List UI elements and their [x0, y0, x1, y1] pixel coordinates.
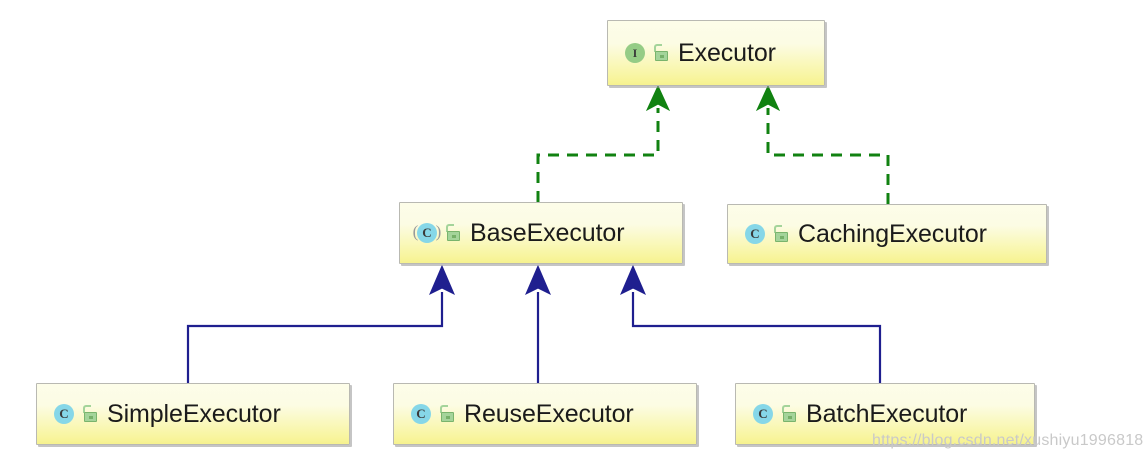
- abstract-class-icon-letter: C: [422, 225, 432, 240]
- edge-base-implements-executor: [536, 84, 671, 202]
- class-icon: C: [408, 401, 434, 427]
- uml-node-label-executor: Executor: [678, 38, 776, 67]
- unlocked-padlock-icon: [438, 405, 455, 423]
- uml-node-base-executor[interactable]: ( C ) BaseExecutor: [399, 202, 683, 264]
- uml-node-label-reuse-executor: ReuseExecutor: [464, 399, 634, 428]
- edge-batch-extends-base: [620, 264, 882, 383]
- uml-node-batch-executor[interactable]: C BatchExecutor: [735, 383, 1035, 445]
- class-icon-letter: C: [416, 406, 426, 421]
- unlocked-padlock-icon: [780, 405, 797, 423]
- class-icon: C: [51, 401, 77, 427]
- unlocked-padlock-icon: [81, 405, 98, 423]
- class-icon-letter: C: [758, 406, 768, 421]
- class-icon-letter: C: [59, 406, 69, 421]
- interface-icon: I: [622, 40, 648, 66]
- class-icon-letter: C: [750, 226, 760, 241]
- uml-node-label-base-executor: BaseExecutor: [470, 218, 625, 247]
- abstract-class-icon: ( C ): [413, 220, 441, 246]
- interface-icon-letter: I: [632, 46, 638, 60]
- class-icon: C: [750, 401, 776, 427]
- edge-reuse-extends-base: [525, 264, 551, 383]
- uml-node-simple-executor[interactable]: C SimpleExecutor: [36, 383, 350, 445]
- uml-node-reuse-executor[interactable]: C ReuseExecutor: [393, 383, 697, 445]
- unlocked-padlock-icon: [772, 225, 789, 243]
- uml-node-caching-executor[interactable]: C CachingExecutor: [727, 204, 1047, 264]
- edge-simple-extends-base: [186, 264, 455, 383]
- uml-node-label-batch-executor: BatchExecutor: [806, 399, 968, 428]
- watermark: https://blog.csdn.net/xushiyu1996818: [872, 432, 1144, 449]
- uml-node-label-simple-executor: SimpleExecutor: [107, 399, 281, 428]
- unlocked-padlock-icon: [652, 44, 669, 62]
- unlocked-padlock-icon: [444, 224, 461, 242]
- edge-caching-implements-executor: [755, 84, 890, 204]
- uml-node-label-caching-executor: CachingExecutor: [798, 219, 987, 248]
- class-icon: C: [742, 221, 768, 247]
- uml-node-executor[interactable]: I Executor: [607, 20, 825, 86]
